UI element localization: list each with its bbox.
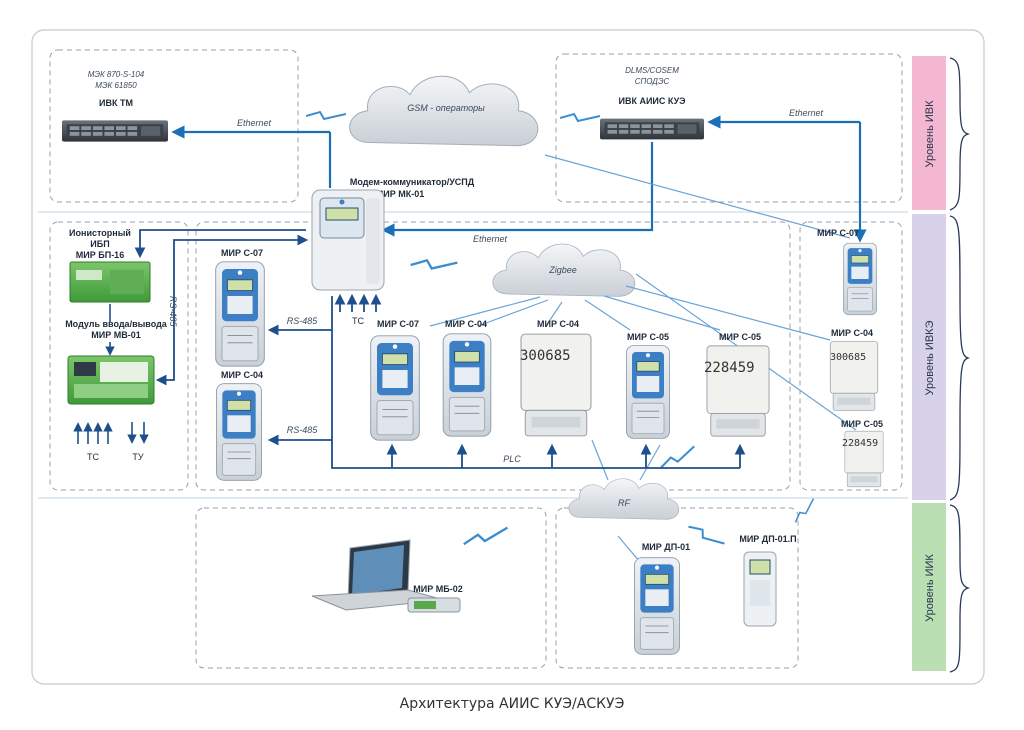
level-label-iik: Уровень ИИК xyxy=(924,554,936,622)
meter-row-3-digits: 300685 xyxy=(520,348,571,364)
ivk-aiis-title: ИВК АИИС КУЭ xyxy=(619,96,687,106)
modem-device xyxy=(311,189,385,291)
group-right-meters xyxy=(799,221,903,491)
brace-iik xyxy=(949,504,971,673)
plc-bus xyxy=(331,440,740,469)
io-tc-label: ТС xyxy=(87,452,99,462)
group-ivk-aiis xyxy=(555,53,903,203)
plc-label: PLC xyxy=(503,454,521,464)
level-band-ivke xyxy=(912,214,946,500)
modem-tc-label: ТС xyxy=(352,316,364,326)
meter-row-1-label: МИР С-07 xyxy=(377,319,419,329)
ethernet-label-tm: Ethernet xyxy=(237,118,272,128)
group-meters xyxy=(195,221,791,491)
dp01-meter-icon xyxy=(633,557,681,655)
meter-right-c04-digits: 300685 xyxy=(830,352,866,363)
meter-right-c07-icon xyxy=(842,242,878,316)
ethernet-label-aiis: Ethernet xyxy=(789,108,824,118)
ivk-tm-proto-1: МЭК 870-S-104 xyxy=(88,70,145,79)
modem-label-2: МИР МК-01 xyxy=(376,189,424,199)
meter-right-c05-digits: 228459 xyxy=(842,438,878,449)
level-band-iik xyxy=(912,503,946,671)
rs485-label-vertical: RS-485 xyxy=(168,296,178,328)
link-modem-io xyxy=(155,234,309,386)
diagram-caption: Архитектура АИИС КУЭ/АСКУЭ xyxy=(399,696,625,712)
mb02-label: МИР МБ-02 xyxy=(413,584,462,594)
zigbee-label: Zigbee xyxy=(548,265,577,275)
meter-row-5-label: МИР С-05 xyxy=(719,332,761,342)
laptop-icon xyxy=(311,539,445,611)
level-bands: Уровень ИВК Уровень ИВКЭ Уровень ИИК xyxy=(912,56,971,673)
ups-label-3: МИР БП-16 xyxy=(76,250,124,260)
meter-left-c04-icon xyxy=(215,383,263,481)
group-ups-io xyxy=(49,221,189,491)
meter-row-4-label: МИР С-05 xyxy=(627,332,669,342)
ivk-aiis-server-icon xyxy=(600,118,704,140)
meter-right-c07-label: МИР С-07 xyxy=(817,228,859,238)
ivk-tm-server-icon xyxy=(62,120,168,142)
ivk-aiis-proto-1: DLMS/COSEM xyxy=(625,66,679,75)
meter-right-c05-label: МИР С-05 xyxy=(841,419,883,429)
ivk-aiis-proto-2: СПОДЭС xyxy=(635,77,670,86)
io-tc-arrows xyxy=(73,422,149,444)
ivk-tm-proto-2: МЭК 61850 xyxy=(95,81,137,90)
modem-label-1: Модем-коммуникатор/УСПД xyxy=(350,177,475,187)
dp01-label: МИР ДП-01 xyxy=(642,542,690,552)
level-band-ivk xyxy=(912,56,946,210)
group-ivk-tm xyxy=(49,49,299,203)
io-tu-label: ТУ xyxy=(132,452,143,462)
io-label-2: МИР МВ-01 xyxy=(91,330,140,340)
meter-row-2-icon xyxy=(442,333,492,437)
level-label-ivk: Уровень ИВК xyxy=(924,100,936,168)
meter-row-3-label: МИР С-04 xyxy=(537,319,579,329)
group-laptop xyxy=(195,507,547,669)
rs485-label-1: RS-485 xyxy=(287,316,319,326)
brace-ivke xyxy=(949,215,971,501)
io-label-1: Модуль ввода/вывода xyxy=(65,319,168,329)
meter-row-5-digits: 228459 xyxy=(704,360,755,376)
link-modem-ups xyxy=(134,229,306,259)
ethernet-label-modem: Ethernet xyxy=(473,234,508,244)
meter-left-c04-label: МИР С-04 xyxy=(221,370,263,380)
meter-row-4-icon xyxy=(625,345,671,439)
mb02-device xyxy=(407,597,461,613)
modem-tc-arrows xyxy=(334,293,382,312)
ups-label-1: Ионисторный xyxy=(69,228,131,238)
meter-left-c07-label: МИР С-07 xyxy=(221,248,263,258)
meter-right-c04-label: МИР С-04 xyxy=(831,328,873,338)
dp01p-device xyxy=(743,551,777,627)
dp01p-label: МИР ДП-01.П xyxy=(739,534,796,544)
outer-frame xyxy=(31,29,985,685)
meter-row-1-icon xyxy=(370,335,420,441)
brace-ivk xyxy=(949,57,971,211)
ups-device xyxy=(69,261,151,303)
ethernet-link-modem xyxy=(381,142,654,237)
rs485-label-2: RS-485 xyxy=(287,425,319,435)
meter-row-2-label: МИР С-04 xyxy=(445,319,487,329)
level-label-ivke: Уровень ИВКЭ xyxy=(924,320,936,395)
io-module-device xyxy=(67,355,155,405)
gsm-label: GSM - операторы xyxy=(407,103,485,113)
rf-label: RF xyxy=(618,498,630,508)
ups-label-2: ИБП xyxy=(90,239,109,249)
plc-drops xyxy=(386,443,746,468)
meter-left-c07-icon xyxy=(215,261,265,367)
ivk-tm-title: ИВК ТМ xyxy=(99,98,133,108)
